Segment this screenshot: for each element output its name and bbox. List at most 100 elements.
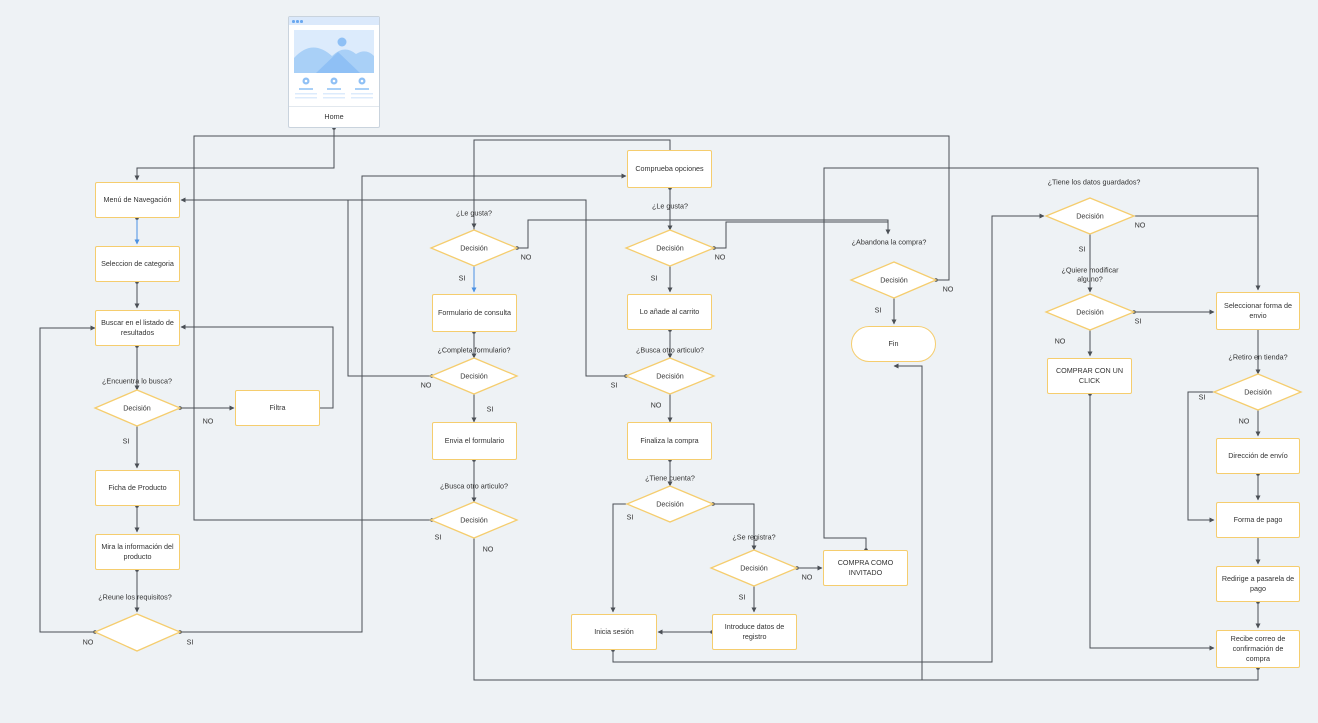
decision-busca-otro-1 (429, 501, 519, 539)
node-recibe-correo[interactable]: Recibe correo de confirmación de compra (1216, 630, 1300, 668)
decision-reune (93, 613, 182, 652)
decision-abandona (849, 261, 938, 299)
edge-comprueba-legusta1 (473, 139, 671, 230)
node-mira-informacion[interactable]: Mira la información del producto (95, 534, 180, 570)
node-label: Seleccion de categoria (101, 259, 174, 269)
question-busca-otro-1: ¿Busca otro articulo? (440, 481, 508, 491)
question-reune: ¿Reune los requisitos? (98, 592, 172, 602)
node-label: Buscar en el listado de resultados (101, 318, 174, 337)
node-ficha-producto[interactable]: Ficha de Producto (95, 470, 180, 506)
window-dot-icon (296, 20, 299, 23)
decision-label: Decisión (656, 243, 684, 253)
decision-label: Decisión (123, 403, 151, 413)
edge-label-no: NO (801, 572, 813, 582)
edge-label-no: NO (482, 544, 494, 554)
node-envia-formulario[interactable]: Envia el formulario (432, 422, 517, 460)
edge-label-no: NO (650, 400, 662, 410)
edge-label-si: SI (626, 512, 634, 522)
question-encuentra: ¿Encuentra lo busca? (102, 376, 172, 386)
node-label: COMPRAR CON UN CLICK (1055, 366, 1124, 385)
decision-label: Decisión (740, 563, 768, 573)
edge-inicia-tienedatos (612, 213, 1045, 663)
edge-label-no: NO (420, 380, 432, 390)
node-label: Inicia sesión (594, 627, 634, 637)
node-forma-pago[interactable]: Forma de pago (1216, 502, 1300, 538)
node-formulario-consulta[interactable]: Formulario de consulta (432, 294, 517, 332)
node-comprar-un-click[interactable]: COMPRAR CON UN CLICK (1047, 358, 1132, 394)
edge-label-no: NO (942, 284, 954, 294)
question-tiene-cuenta: ¿Tiene cuenta? (645, 473, 695, 483)
edge-label-no: NO (714, 252, 726, 262)
node-anade-carrito[interactable]: Lo añade al carrito (627, 294, 712, 330)
node-redirige-pasarela[interactable]: Redirige a pasarela de pago (1216, 566, 1300, 602)
edge-legusta2-no-abandona (714, 221, 888, 249)
question-retiro: ¿Retiro en tienda? (1228, 352, 1288, 362)
decision-label: Decisión (1244, 387, 1272, 397)
window-dot-icon (300, 20, 303, 23)
node-forma-envio[interactable]: Seleccionar forma de envio (1216, 292, 1300, 330)
edge-label-si: SI (1134, 316, 1142, 326)
node-label: Lo añade al carrito (639, 307, 700, 317)
edge-label-no: NO (82, 637, 94, 647)
edge-label-no: NO (520, 252, 532, 262)
node-introduce-datos[interactable]: Introduce datos de registro (712, 614, 797, 650)
edge-reune-si-comprueba (180, 173, 627, 633)
node-finaliza-compra[interactable]: Finaliza la compra (627, 422, 712, 460)
node-filtra[interactable]: Filtra (235, 390, 320, 426)
home-window-bar (289, 17, 379, 25)
node-seleccion-categoria[interactable]: Seleccion de categoria (95, 246, 180, 282)
decision-label: Decisión (880, 275, 908, 285)
decision-encuentra (93, 389, 182, 427)
edge-buscaotro2-si-menu (181, 199, 626, 377)
decision-label: Decisión (656, 371, 684, 381)
edge-recibe-fin (893, 363, 1259, 681)
edge-reune-no-buscar (39, 325, 96, 633)
node-inicia-sesion[interactable]: Inicia sesión (571, 614, 657, 650)
question-busca-otro-2: ¿Busca otro articulo? (636, 345, 704, 355)
window-dot-icon (292, 20, 295, 23)
edge-cuenta-si-inicia (610, 503, 627, 613)
node-comprueba-opciones[interactable]: Comprueba opciones (627, 150, 712, 188)
edge-label-no: NO (1134, 220, 1146, 230)
decision-label: Decisión (460, 371, 488, 381)
node-label: Fin (888, 339, 899, 349)
edge-label-si: SI (738, 592, 746, 602)
edge-home-menu (134, 128, 335, 181)
decision-retiro (1212, 373, 1303, 411)
question-se-registra: ¿Se registra? (732, 532, 776, 542)
edge-invitado-formaenvio (823, 167, 1261, 550)
node-buscar-listado[interactable]: Buscar en el listado de resultados (95, 310, 180, 346)
feature-list-icon (295, 77, 373, 99)
question-quiere-modificar: ¿Quiere modificar alguno? (1061, 265, 1119, 283)
question-tiene-datos: ¿Tiene los datos guardados? (1047, 177, 1141, 187)
node-direccion-envio[interactable]: Dirección de envío (1216, 438, 1300, 474)
node-label: Recibe correo de confirmación de compra (1230, 634, 1286, 663)
node-fin[interactable]: Fin (851, 326, 936, 362)
node-label: Envia el formulario (444, 436, 505, 446)
decision-label: Decisión (656, 499, 684, 509)
home-page-card[interactable]: Home (288, 16, 380, 128)
question-abandona: ¿Abandona la compra? (851, 237, 927, 247)
node-label: Formulario de consulta (437, 308, 512, 318)
edge-retiro-si-formapago (1187, 391, 1215, 523)
decision-label: Decisión (1076, 211, 1104, 221)
question-le-gusta-2: ¿Le gusta? (652, 201, 688, 211)
decision-le-gusta-2 (624, 229, 716, 267)
edge-cuenta-no-registra (713, 503, 757, 551)
node-label: Redirige a pasarela de pago (1221, 574, 1295, 593)
edge-label-si: SI (458, 273, 466, 283)
home-label: Home (324, 112, 344, 121)
node-label: Introduce datos de registro (724, 622, 785, 641)
node-label: Dirección de envío (1228, 451, 1288, 461)
edge-unclick-recibe (1089, 394, 1215, 651)
decision-se-registra (709, 549, 799, 587)
node-label: Seleccionar forma de envio (1224, 301, 1292, 320)
edge-label-no: NO (202, 416, 214, 426)
decision-label: Decisión (460, 243, 488, 253)
node-label: Menú de Navegación (103, 195, 172, 205)
node-menu-navegacion[interactable]: Menú de Navegación (95, 182, 180, 218)
decision-tiene-datos (1044, 197, 1136, 235)
edge-label-si: SI (874, 305, 882, 315)
node-compra-invitado[interactable]: COMPRA COMO INVITADO (823, 550, 908, 586)
edge-label-no: NO (1054, 336, 1066, 346)
